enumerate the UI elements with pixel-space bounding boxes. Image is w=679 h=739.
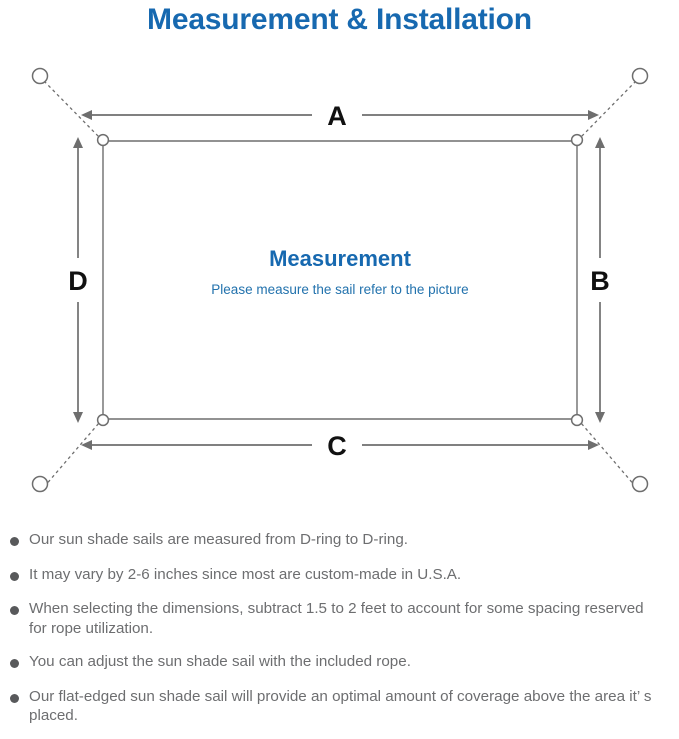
dimension-label-a: A bbox=[327, 101, 347, 131]
list-item: It may vary by 2-6 inches since most are… bbox=[0, 565, 679, 585]
list-item: When selecting the dimensions, subtract … bbox=[0, 599, 679, 638]
anchor-ring-top-left bbox=[31, 67, 49, 85]
bullet-icon bbox=[10, 571, 19, 581]
notes-list: Our sun shade sails are measured from D-… bbox=[0, 524, 679, 739]
anchor-ring-top-right bbox=[631, 67, 649, 85]
anchor-ring-bottom-left bbox=[31, 475, 49, 493]
sail-center-subtitle: Please measure the sail refer to the pic… bbox=[211, 282, 468, 297]
bullet-icon bbox=[10, 659, 19, 668]
d-rings bbox=[96, 133, 584, 427]
bullet-icon bbox=[10, 606, 19, 615]
dimension-label-d: D bbox=[68, 266, 88, 296]
list-item: Our flat-edged sun shade sail will provi… bbox=[0, 687, 679, 726]
d-ring-top-left bbox=[96, 133, 110, 147]
anchor-ring-bottom-right bbox=[631, 475, 649, 493]
list-item: You can adjust the sun shade sail with t… bbox=[0, 652, 679, 672]
list-item: Our sun shade sails are measured from D-… bbox=[0, 530, 679, 550]
dimension-label-c: C bbox=[327, 431, 347, 461]
note-text: It may vary by 2-6 inches since most are… bbox=[29, 565, 462, 583]
rope-lines bbox=[43, 80, 637, 488]
note-text: Our flat-edged sun shade sail will provi… bbox=[29, 687, 652, 725]
sun-shade-sail-measurement-diagram: A C D B Measurement Please measure the s… bbox=[0, 40, 679, 520]
d-ring-bottom-left bbox=[96, 413, 110, 427]
d-ring-bottom-right bbox=[570, 413, 584, 427]
d-ring-top-right bbox=[570, 133, 584, 147]
note-text: Our sun shade sails are measured from D-… bbox=[29, 531, 408, 548]
anchor-rings bbox=[31, 67, 649, 493]
sail-center-title: Measurement bbox=[269, 246, 412, 271]
bullet-icon bbox=[10, 537, 19, 546]
page-title: Measurement & Installation bbox=[147, 3, 532, 36]
bullet-icon bbox=[10, 693, 19, 703]
sail-panel bbox=[102, 140, 578, 420]
note-text: When selecting the dimensions, subtract … bbox=[29, 600, 644, 637]
note-text: You can adjust the sun shade sail with t… bbox=[29, 653, 411, 670]
dimension-label-b: B bbox=[590, 266, 610, 296]
